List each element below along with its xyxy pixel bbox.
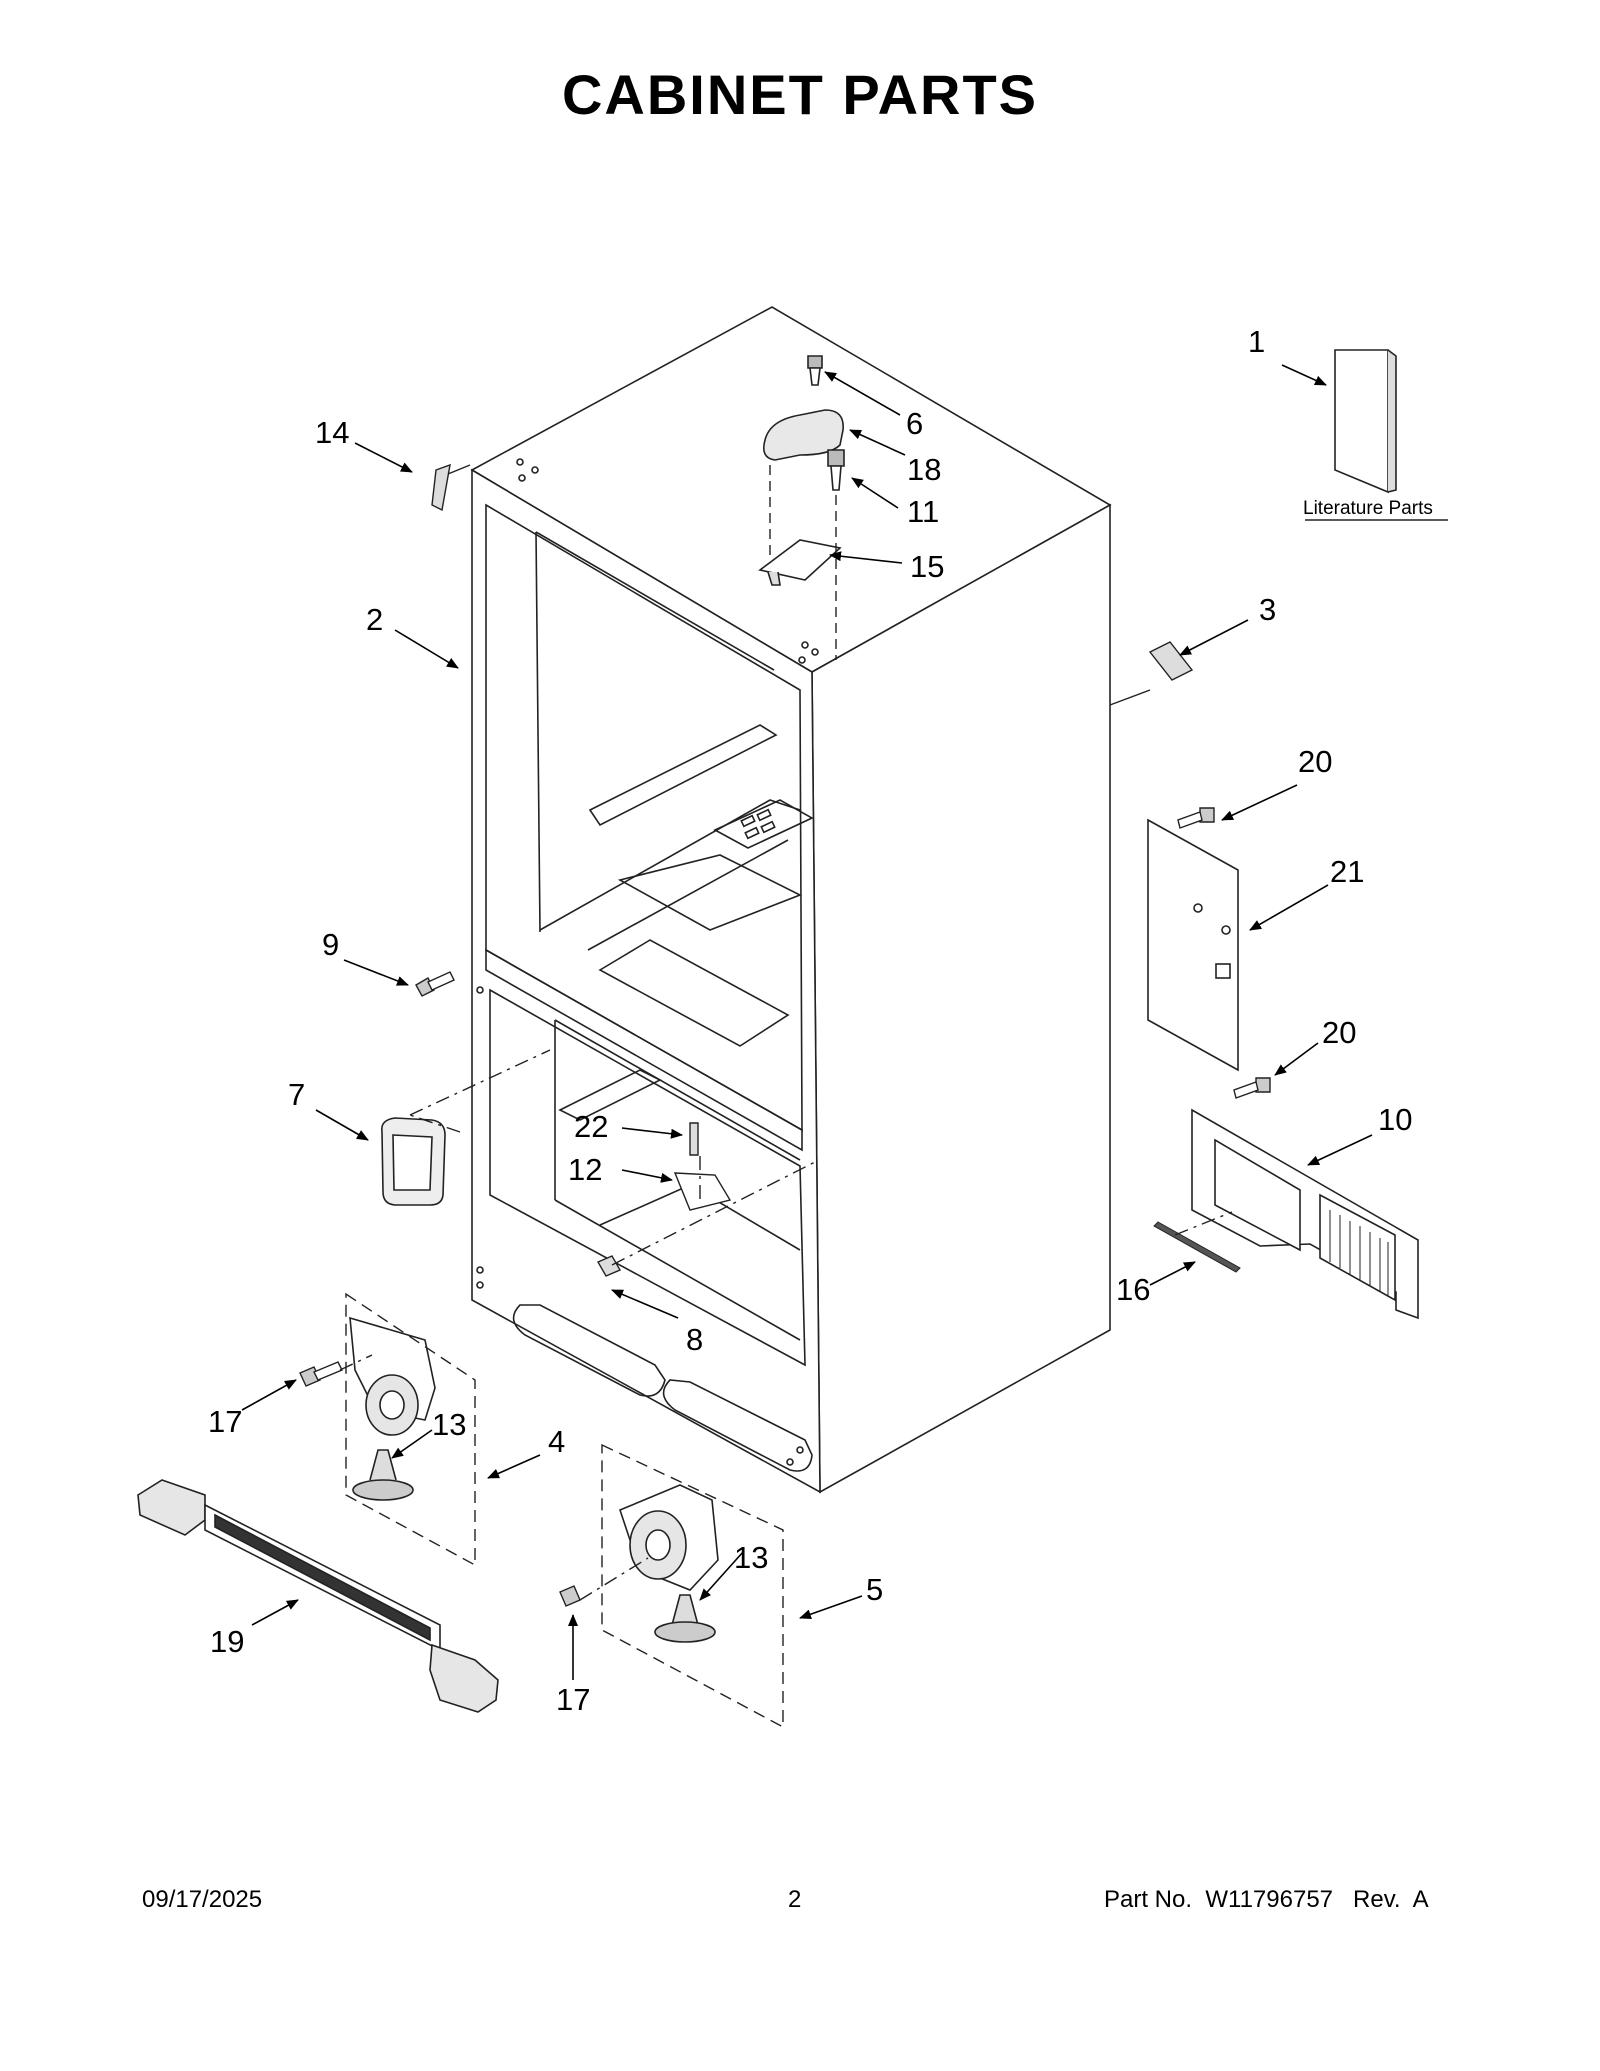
callout-arrow-8 xyxy=(611,1289,679,1319)
screw-part xyxy=(1177,807,1215,829)
callout-arrow-7 xyxy=(315,1109,369,1141)
callout-arrow-17a xyxy=(241,1379,297,1411)
callout-arrow-12 xyxy=(621,1169,673,1183)
callout-16: 16 xyxy=(1116,1272,1150,1307)
callout-10: 10 xyxy=(1378,1102,1412,1137)
callout-19: 19 xyxy=(210,1624,244,1659)
callout-7: 7 xyxy=(288,1077,305,1112)
screw-part xyxy=(299,1361,343,1387)
callout-3: 3 xyxy=(1259,592,1276,627)
right-roller-assembly xyxy=(619,1484,719,1643)
callout-labels: 1 2 3 4 5 6 7 8 9 10 11 12 13 13 14 15 1… xyxy=(208,324,1412,1717)
callout-arrow-15 xyxy=(829,551,903,564)
callout-20a: 20 xyxy=(1298,744,1332,779)
callout-arrow-13a xyxy=(391,1429,433,1459)
callout-arrow-2 xyxy=(394,629,459,669)
callout-arrow-6 xyxy=(824,371,901,416)
callout-20b: 20 xyxy=(1322,1015,1356,1050)
callout-arrow-5 xyxy=(799,1595,863,1620)
callout-arrow-20b xyxy=(1274,1042,1319,1076)
compressor-cover xyxy=(1191,1108,1419,1320)
screw-part xyxy=(415,971,455,997)
callout-13a: 13 xyxy=(432,1407,466,1442)
callout-arrow-3 xyxy=(1179,619,1249,656)
callout-12: 12 xyxy=(568,1152,602,1187)
callout-arrow-21 xyxy=(1249,884,1329,931)
footer-part-number: Part No. W11796757 Rev. A xyxy=(1104,1886,1429,1913)
callout-arrow-22 xyxy=(621,1127,683,1139)
callout-arrow-13b xyxy=(699,1551,744,1601)
callout-17a: 17 xyxy=(208,1404,242,1439)
callout-14: 14 xyxy=(315,415,349,450)
callout-13b: 13 xyxy=(734,1540,768,1575)
callout-arrow-18 xyxy=(849,429,906,456)
callout-21: 21 xyxy=(1330,854,1364,889)
callout-arrow-20a xyxy=(1221,784,1298,821)
footer-date: 09/17/2025 xyxy=(142,1886,263,1913)
screw-part xyxy=(1233,1077,1271,1099)
callout-17b: 17 xyxy=(556,1682,590,1717)
plug-part xyxy=(1148,641,1194,681)
screw-part xyxy=(559,1585,581,1607)
callout-18: 18 xyxy=(907,452,941,487)
clip-part xyxy=(431,463,451,512)
callout-11: 11 xyxy=(907,494,939,529)
callout-arrow-14 xyxy=(354,442,413,473)
back-cover-panel xyxy=(1147,818,1239,1072)
callout-arrow-16 xyxy=(1149,1261,1196,1286)
callout-1: 1 xyxy=(1248,324,1265,359)
cabinet xyxy=(470,306,1112,1494)
top-hinge-assembly xyxy=(758,355,845,586)
page-title: CABINET PARTS xyxy=(561,63,1039,126)
gasket-strip xyxy=(1153,1221,1241,1273)
left-roller-assembly xyxy=(349,1316,436,1501)
callout-arrow-10 xyxy=(1307,1134,1373,1166)
callout-2: 2 xyxy=(366,602,383,637)
callout-6: 6 xyxy=(906,406,923,441)
callout-arrow-1 xyxy=(1281,364,1327,386)
callout-5: 5 xyxy=(866,1572,883,1607)
callout-arrow-19 xyxy=(251,1599,299,1626)
callout-9: 9 xyxy=(322,927,339,962)
callout-8: 8 xyxy=(686,1322,703,1357)
callout-15: 15 xyxy=(910,549,944,584)
literature-parts-label: Literature Parts xyxy=(1303,498,1433,519)
callout-arrow-9 xyxy=(343,959,409,986)
icemaker-ready-label xyxy=(380,1117,446,1206)
freezer-hardware xyxy=(597,1122,732,1277)
base-grille xyxy=(137,1479,499,1713)
callout-arrow-11 xyxy=(851,477,899,509)
callout-arrow-4 xyxy=(487,1454,541,1479)
callout-4: 4 xyxy=(548,1424,565,1459)
literature-parts-booklet xyxy=(1334,349,1397,494)
footer-page-number: 2 xyxy=(788,1886,802,1913)
callout-22: 22 xyxy=(574,1109,608,1144)
